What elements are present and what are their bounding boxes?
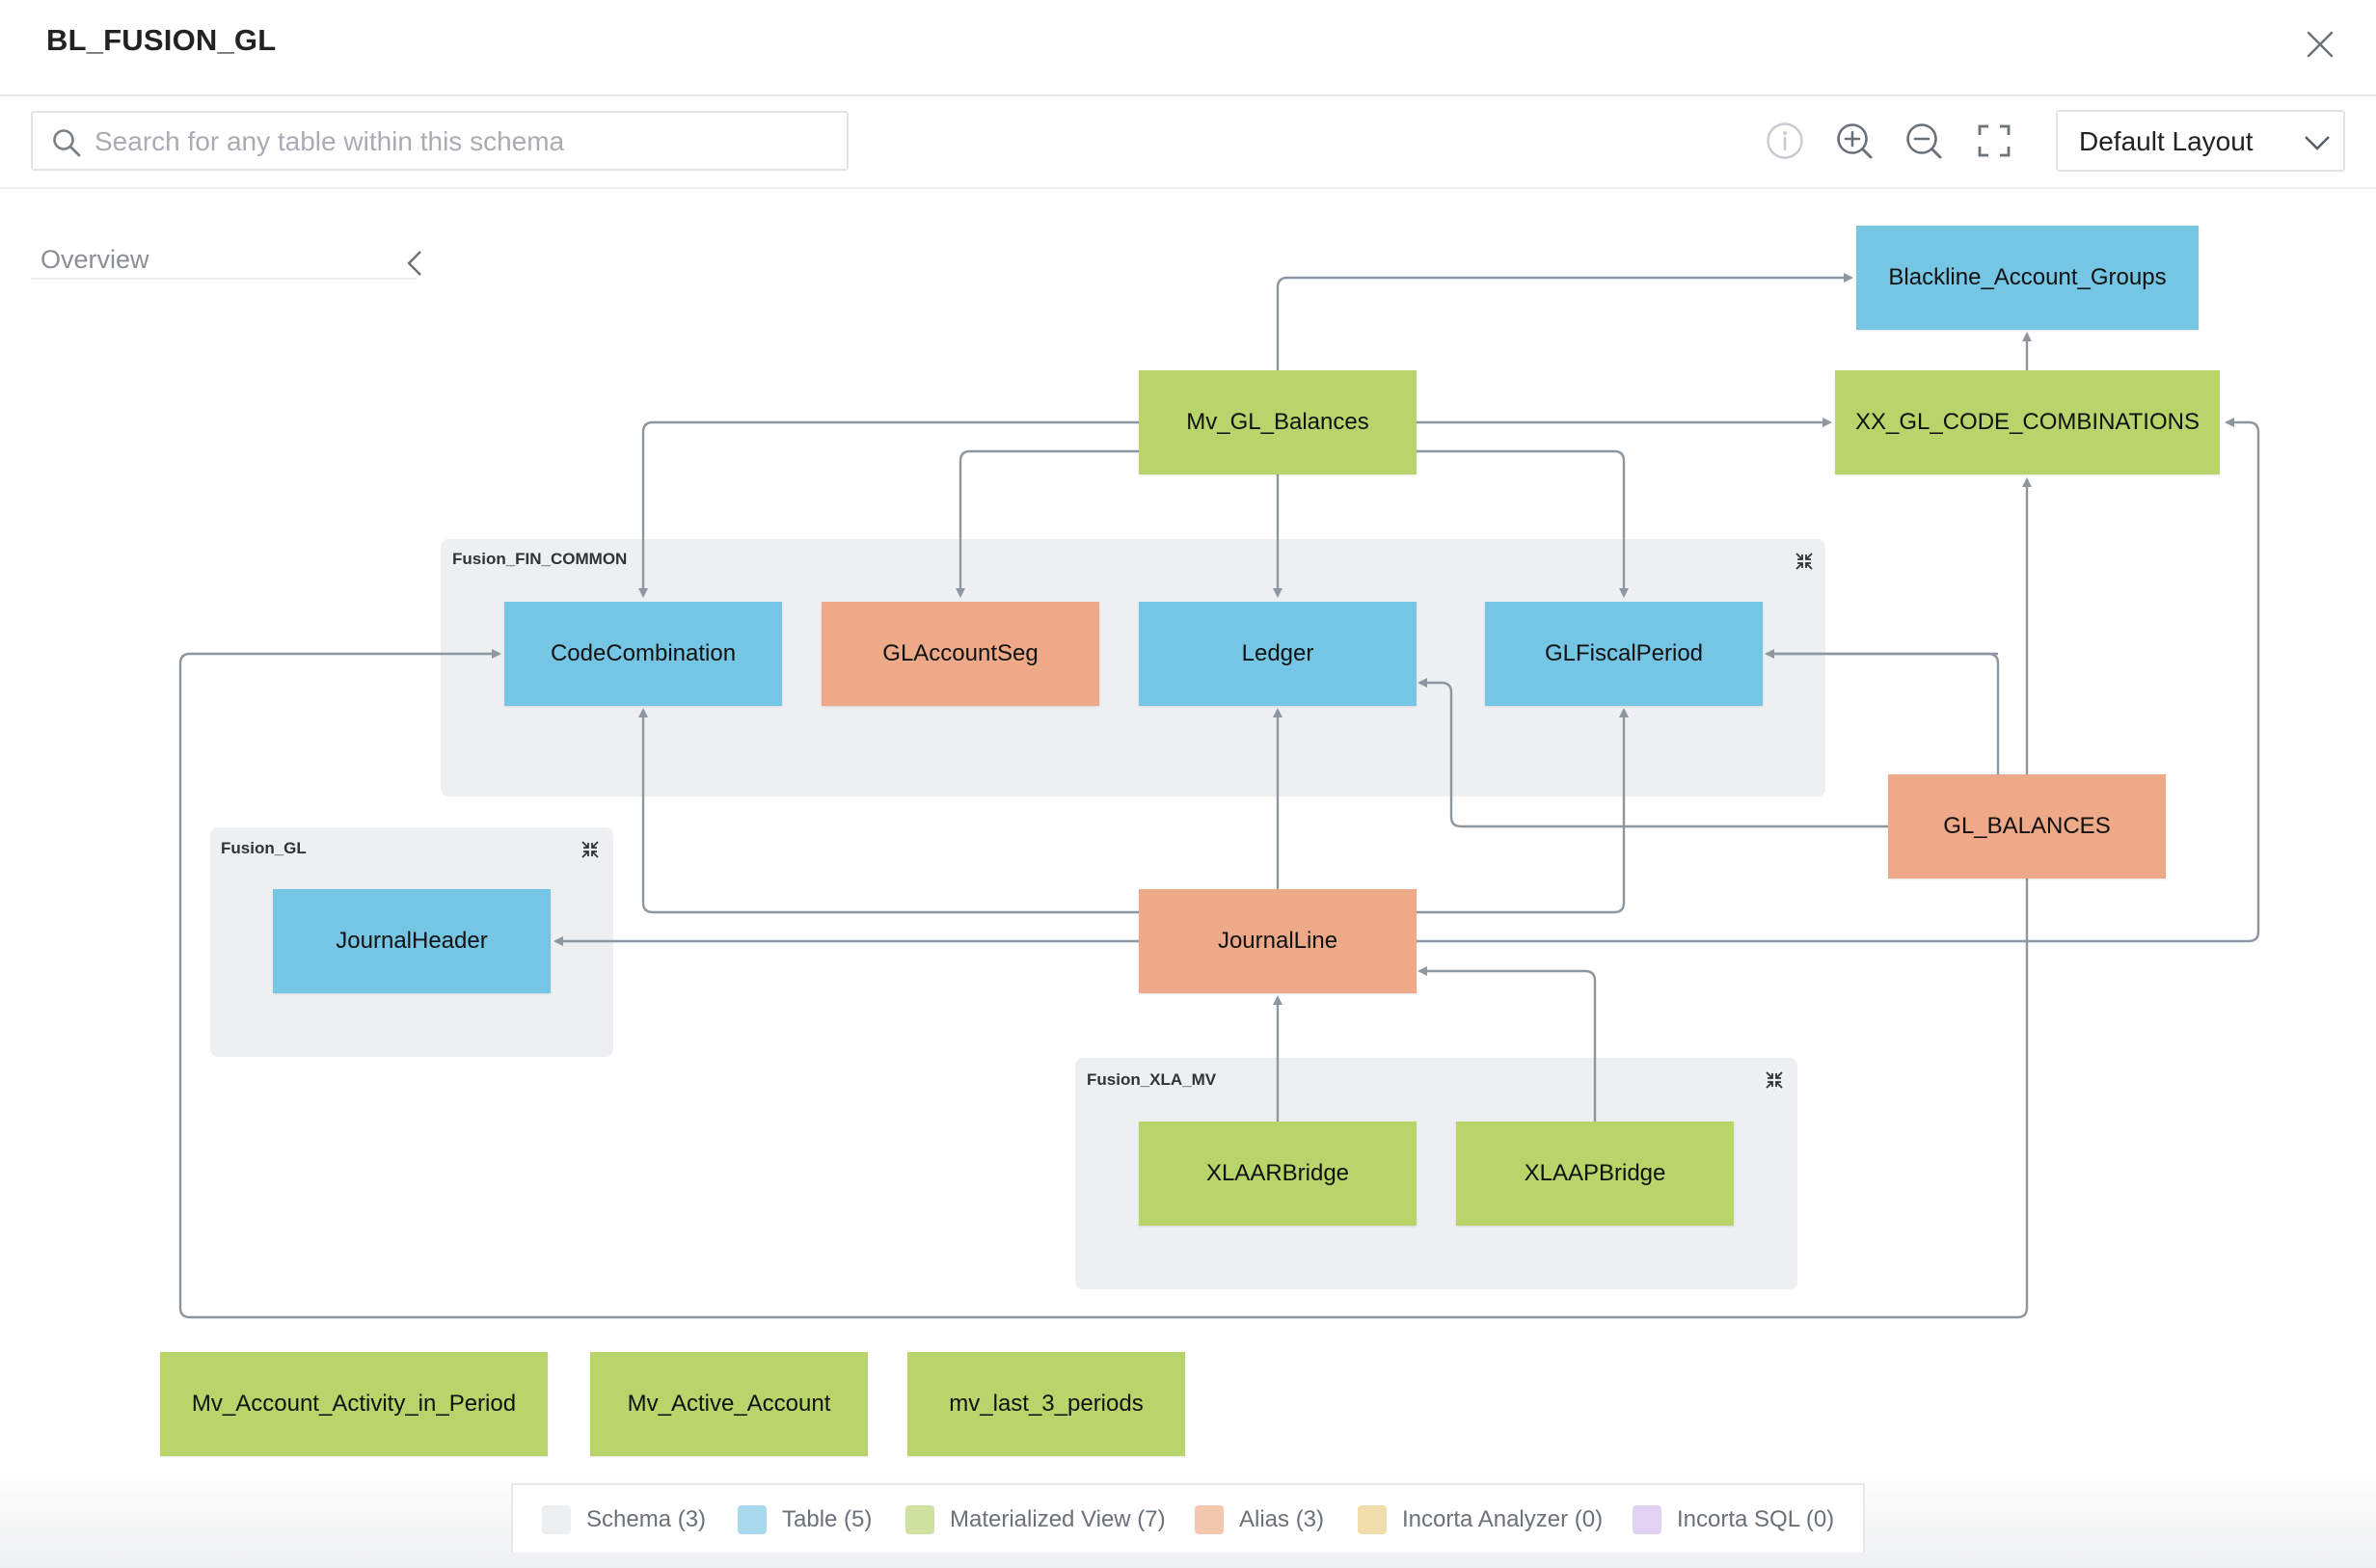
node-journal-header[interactable]: JournalHeader [273, 889, 551, 993]
layout-dropdown[interactable]: Default Layout [2056, 110, 2345, 172]
edge [1416, 708, 1629, 914]
search-input[interactable] [93, 121, 829, 163]
info-button[interactable] [1764, 120, 1806, 162]
edge [178, 649, 2029, 1319]
legend-item-materialized-view: Materialized View (7) [905, 1504, 1166, 1535]
legend-label: Incorta Analyzer (0) [1402, 1506, 1604, 1532]
collapse-group-button[interactable] [580, 839, 601, 860]
search-box [31, 111, 849, 171]
zoom-in-button[interactable] [1833, 120, 1876, 162]
legend-item-table: Table (5) [738, 1504, 872, 1535]
legend-swatch [542, 1505, 571, 1534]
fit-screen-button[interactable] [1973, 120, 2015, 162]
edge [1418, 678, 1888, 828]
edge [1418, 966, 1597, 1122]
edge [1276, 273, 1853, 370]
edge [1416, 449, 1629, 598]
legend-swatch [905, 1505, 934, 1534]
legend-swatch [1195, 1505, 1224, 1534]
schema-group-label: Fusion_FIN_COMMON [452, 550, 628, 568]
overview-panel[interactable]: Overview [31, 237, 421, 280]
collapse-icon [1766, 1071, 1783, 1089]
legend: Schema (3) Table (5) Materialized View (… [511, 1483, 1865, 1553]
collapse-group-button[interactable] [1794, 551, 1815, 572]
node-mv-last-3-periods[interactable]: mv_last_3_periods [907, 1352, 1185, 1456]
edge [1416, 418, 2260, 943]
node-journal-line[interactable]: JournalLine [1139, 889, 1417, 993]
schema-title: BL_FUSION_GL [46, 23, 277, 57]
node-xlaap-bridge[interactable]: XLAAPBridge [1456, 1122, 1734, 1226]
close-button[interactable] [2297, 21, 2343, 68]
legend-label: Alias (3) [1239, 1506, 1325, 1532]
legend-item-incorta-sql: Incorta SQL (0) [1633, 1504, 1834, 1535]
node-mv-account-activity-in-period[interactable]: Mv_Account_Activity_in_Period [160, 1352, 548, 1456]
edge [1768, 652, 2000, 774]
overview-label: Overview [40, 245, 149, 274]
zoom-in-icon [1837, 123, 1873, 159]
node-gl-fiscal-period[interactable]: GLFiscalPeriod [1485, 602, 1763, 706]
collapse-icon [1796, 553, 1813, 570]
legend-item-incorta-analyzer: Incorta Analyzer (0) [1358, 1504, 1603, 1535]
node-gl-account-seg[interactable]: GLAccountSeg [822, 602, 1099, 706]
dialog-header: BL_FUSION_GL [0, 0, 2376, 96]
legend-label: Materialized View (7) [950, 1506, 1166, 1532]
schema-group-label: Fusion_XLA_MV [1087, 1070, 1217, 1089]
edge [638, 708, 1139, 914]
layout-dropdown-value: Default Layout [2079, 126, 2254, 156]
legend-label: Incorta SQL (0) [1677, 1506, 1835, 1532]
collapse-group-button[interactable] [1764, 1069, 1785, 1091]
chevron-left-icon [407, 251, 421, 276]
node-ledger[interactable]: Ledger [1139, 602, 1417, 706]
node-code-combination[interactable]: CodeCombination [504, 602, 782, 706]
node-blackline-account-groups[interactable]: Blackline_Account_Groups [1856, 226, 2199, 330]
toolbar [0, 96, 2376, 189]
node-mv-active-account[interactable]: Mv_Active_Account [590, 1352, 868, 1456]
node-xlaar-bridge[interactable]: XLAARBridge [1139, 1122, 1417, 1226]
chevron-down-icon [2305, 136, 2330, 150]
zoom-out-icon [1906, 123, 1942, 159]
search-icon [53, 129, 81, 157]
legend-label: Schema (3) [586, 1506, 707, 1532]
legend-item-schema: Schema (3) [542, 1504, 706, 1535]
node-xx-gl-code-combinations[interactable]: XX_GL_CODE_COMBINATIONS [1835, 370, 2220, 474]
edge [956, 449, 1139, 598]
collapse-icon [581, 841, 599, 858]
legend-swatch [1633, 1505, 1661, 1534]
edge [638, 420, 1139, 598]
node-gl-balances[interactable]: GL_BALANCES [1888, 774, 2166, 879]
info-icon [1767, 122, 1803, 159]
node-mv-gl-balances[interactable]: Mv_GL_Balances [1139, 370, 1417, 474]
legend-swatch [738, 1505, 767, 1534]
schema-group-label: Fusion_GL [221, 839, 307, 857]
legend-item-alias: Alias (3) [1195, 1504, 1324, 1535]
legend-label: Table (5) [782, 1506, 873, 1532]
fit-screen-icon [1978, 124, 2011, 157]
close-icon [2307, 31, 2334, 58]
legend-swatch [1358, 1505, 1387, 1534]
zoom-out-button[interactable] [1903, 120, 1945, 162]
